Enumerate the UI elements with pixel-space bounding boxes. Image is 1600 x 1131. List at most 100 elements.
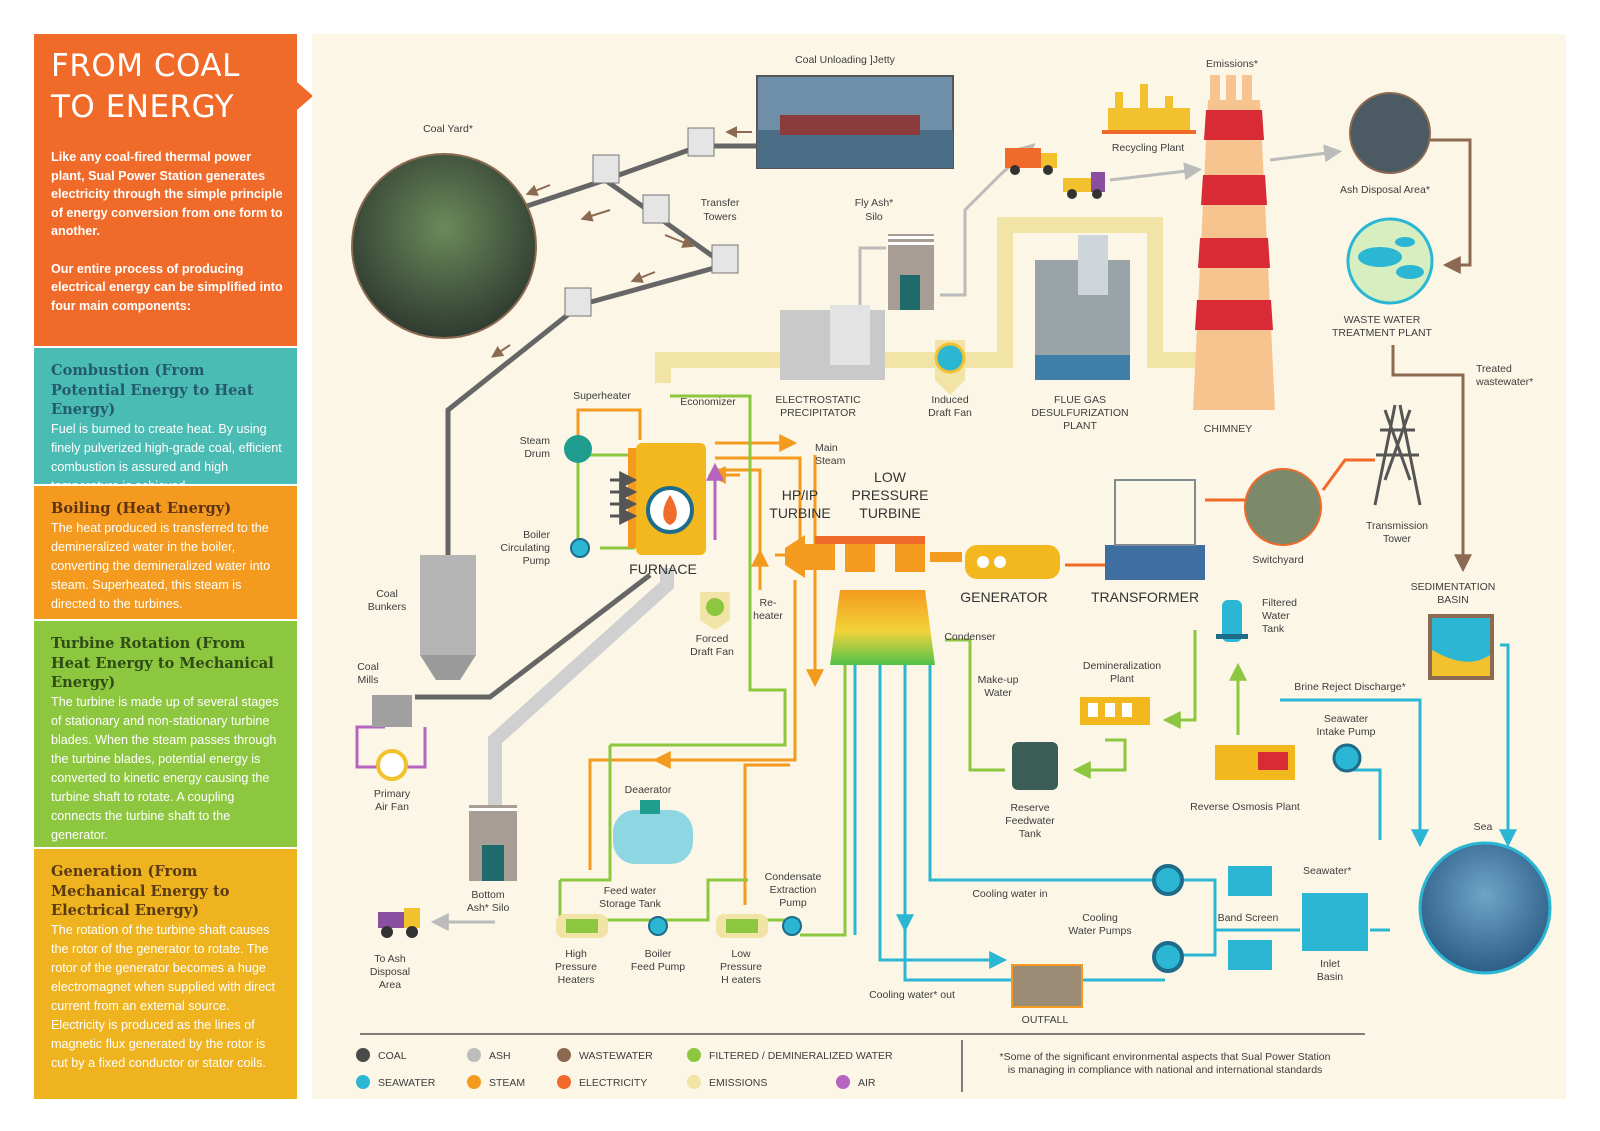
label-seawater: Seawater* xyxy=(1303,865,1351,877)
label-fwst-1: Feed water xyxy=(604,885,657,897)
label-swip-1: Seawater xyxy=(1324,713,1369,725)
electrostatic-precipitator xyxy=(780,305,885,380)
legend-swatch-ash xyxy=(467,1048,481,1062)
label-transfer-towers-2: Towers xyxy=(703,211,736,223)
condensate-extraction-pump xyxy=(782,916,802,936)
label-sea: Sea xyxy=(1474,821,1493,833)
label-bunkers-2: Bunkers xyxy=(368,601,407,613)
coal-yard-photo xyxy=(351,153,537,339)
legend-swatch-seawater xyxy=(356,1075,370,1089)
label-bas-1: Bottom xyxy=(471,889,505,901)
boiling-heading: Boiling (Heat Energy) xyxy=(51,500,232,517)
label-bfp-2: Feed Pump xyxy=(631,961,685,973)
label-band-screen: Band Screen xyxy=(1218,912,1279,924)
legend-label: ELECTRICITY xyxy=(579,1077,647,1089)
label-lph-2: Pressure xyxy=(720,961,762,973)
generation-body: The rotation of the turbine shaft causes… xyxy=(51,922,276,1070)
boiler-feed-pump xyxy=(648,916,668,936)
legend-swatch-air xyxy=(836,1075,850,1089)
label-cw-in: Cooling water in xyxy=(972,888,1047,900)
label-fwst-2: Storage Tank xyxy=(599,898,661,910)
furnace xyxy=(628,443,706,555)
lp-heaters xyxy=(716,914,768,938)
reverse-osmosis-plant xyxy=(1215,745,1295,780)
label-economizer: Economizer xyxy=(680,396,736,408)
label-swip-2: Intake Pump xyxy=(1317,726,1376,738)
label-paf-1: Primary xyxy=(374,788,411,800)
legend-label: ASH xyxy=(489,1050,511,1062)
seawater-intake-pump xyxy=(1332,743,1362,773)
boiling-card: Boiling (Heat Energy) The heat produced … xyxy=(34,486,297,619)
label-bcp-1: Boiler xyxy=(523,529,550,541)
cooling-water-pump-2 xyxy=(1152,941,1184,973)
label-hpip-2: TURBINE xyxy=(769,505,830,521)
boiler-circulating-pump xyxy=(570,538,590,558)
coal-flow xyxy=(415,143,760,700)
footnote-line-1: *Some of the significant environmental a… xyxy=(1000,1051,1331,1063)
ash-flow xyxy=(488,568,674,805)
label-fly-ash-1: Fly Ash* xyxy=(855,197,894,209)
electricity-flow xyxy=(1065,458,1375,567)
label-idfan-2: Draft Fan xyxy=(928,407,972,419)
title-line-1: FROM COAL xyxy=(51,48,240,84)
label-reheater-1: Re- xyxy=(760,597,777,609)
label-fwt-2: Water xyxy=(1262,610,1290,622)
generator xyxy=(965,545,1060,579)
label-transformer: TRANSFORMER xyxy=(1091,589,1199,605)
label-fdfan-2: Draft Fan xyxy=(690,646,734,658)
label-cwp-1: Cooling xyxy=(1082,912,1118,924)
sedimentation-basin xyxy=(1428,614,1494,680)
label-deaerator: Deaerator xyxy=(625,784,672,796)
label-cep-2: Extraction xyxy=(770,884,817,896)
waste-water-plant-icon xyxy=(1346,217,1434,305)
turbine-assembly xyxy=(785,535,962,665)
label-transfer-towers-1: Transfer xyxy=(701,197,740,209)
label-fly-ash-2: Silo xyxy=(865,211,883,223)
label-sed-2: BASIN xyxy=(1437,594,1469,606)
label-paf-2: Air Fan xyxy=(375,801,409,813)
label-lph-1: Low xyxy=(731,948,751,960)
label-mills-1: Coal xyxy=(357,661,379,673)
label-switchyard: Switchyard xyxy=(1252,554,1304,566)
label-reheater-2: heater xyxy=(753,610,783,622)
fly-ash-silo xyxy=(888,234,934,310)
label-fdfan-1: Forced xyxy=(696,633,729,645)
diagram-labels: Coal Unloading ]Jetty Coal Yard* Transfe… xyxy=(357,54,1533,1026)
label-demin-2: Plant xyxy=(1110,673,1134,685)
inlet-basin xyxy=(1302,893,1368,951)
induced-draft-fan xyxy=(934,340,966,395)
label-steam-drum-2: Drum xyxy=(524,448,550,460)
combustion-heading: Combustion (From Potential Energy to Hea… xyxy=(51,362,254,418)
coal-direction-arrows xyxy=(491,126,752,358)
label-fgd-2: DESULFURIZATION xyxy=(1031,407,1128,419)
transfer-towers xyxy=(564,127,739,317)
label-generator: GENERATOR xyxy=(960,589,1047,605)
turbine-rotation-body: The turbine is made up of several stages… xyxy=(51,694,279,842)
legend-label: FILTERED / DEMINERALIZED WATER xyxy=(709,1050,893,1062)
label-tower-1: Transmission xyxy=(1366,520,1428,532)
demineralization-plant xyxy=(1080,697,1150,725)
label-inlet-2: Basin xyxy=(1317,971,1343,983)
coal-mill xyxy=(372,695,412,727)
label-wwtp-1: WASTE WATER xyxy=(1344,314,1421,326)
chimney xyxy=(1193,75,1275,410)
transformer xyxy=(1105,479,1205,580)
label-esp-2: PRECIPITATOR xyxy=(780,407,856,419)
transmission-tower-icon xyxy=(1373,404,1422,506)
label-rft-2: Feedwater xyxy=(1005,815,1055,827)
turbine-rotation-heading: Turbine Rotation (From Heat Energy to Me… xyxy=(51,635,274,691)
legend-swatch-filtered-demineralized-water xyxy=(687,1048,701,1062)
label-cwp-2: Water Pumps xyxy=(1068,925,1131,937)
label-fwt-3: Tank xyxy=(1262,623,1285,635)
label-coal-yard: Coal Yard* xyxy=(423,123,473,135)
ash-disposal-photo xyxy=(1349,92,1431,174)
combustion-card: Combustion (From Potential Energy to Hea… xyxy=(34,348,297,493)
label-bcp-2: Circulating xyxy=(500,542,550,554)
label-hph-2: Pressure xyxy=(555,961,597,973)
label-treated-2: wastewater* xyxy=(1475,376,1533,388)
label-condenser: Condenser xyxy=(944,631,996,643)
coal-feed-arrows xyxy=(610,471,638,525)
label-makeup-1: Make-up xyxy=(978,674,1019,686)
